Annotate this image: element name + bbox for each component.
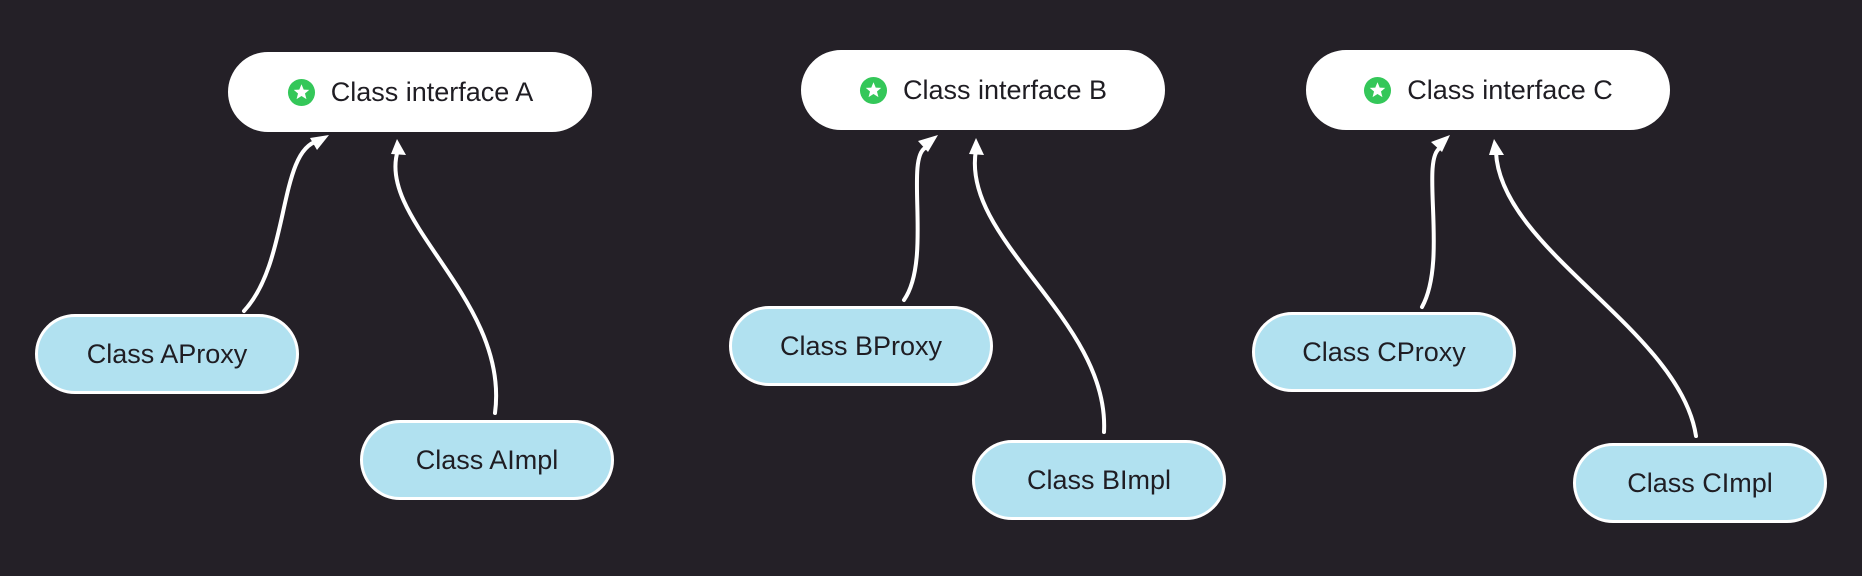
arrowhead-impl-a — [391, 139, 406, 155]
star-badge-icon — [1364, 76, 1392, 104]
class-cproxy-node[interactable]: Class CProxy — [1252, 312, 1516, 392]
interface-b-label: Class interface B — [902, 74, 1108, 105]
edge-impl-c-to-interface-c — [1494, 150, 1698, 438]
class-interface-c-node[interactable]: Class interface C — [1306, 50, 1670, 130]
class-cimpl-node[interactable]: Class CImpl — [1573, 443, 1827, 523]
interface-c-label: Class interface C — [1407, 74, 1613, 105]
class-aimpl-node[interactable]: Class AImpl — [360, 420, 614, 500]
interface-a-label: Class interface A — [330, 76, 534, 107]
arrowhead-impl-c — [1489, 139, 1504, 155]
edge-proxy-a-to-interface-a — [242, 139, 320, 313]
class-aproxy-node[interactable]: Class AProxy — [35, 314, 299, 394]
edge-impl-a-to-interface-a — [393, 148, 499, 415]
arrowhead-proxy-a — [310, 135, 329, 150]
star-badge-icon — [287, 78, 315, 106]
class-interface-b-node[interactable]: Class interface B — [801, 50, 1165, 130]
edge-proxy-c-to-interface-c — [1420, 146, 1442, 309]
edge-impl-b-to-interface-b — [972, 148, 1107, 434]
arrowhead-proxy-b — [918, 135, 938, 152]
edge-proxy-b-to-interface-b — [902, 146, 927, 302]
class-bimpl-node[interactable]: Class BImpl — [972, 440, 1226, 520]
arrowhead-proxy-c — [1431, 135, 1450, 152]
aproxy-label: Class AProxy — [86, 338, 248, 369]
star-badge-icon — [859, 76, 887, 104]
class-interface-a-node[interactable]: Class interface A — [228, 52, 592, 132]
aimpl-label: Class AImpl — [415, 444, 559, 475]
arrowhead-impl-b — [969, 138, 984, 155]
cproxy-label: Class CProxy — [1302, 336, 1466, 367]
bimpl-label: Class BImpl — [1026, 464, 1172, 495]
class-bproxy-node[interactable]: Class BProxy — [729, 306, 993, 386]
cimpl-label: Class CImpl — [1627, 467, 1773, 498]
bproxy-label: Class BProxy — [779, 330, 943, 361]
